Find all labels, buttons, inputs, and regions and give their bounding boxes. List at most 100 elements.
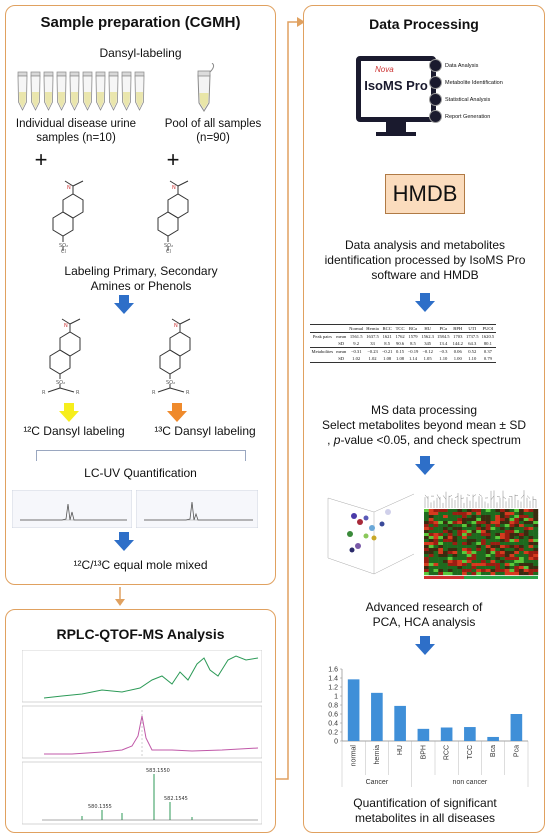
bar-pca [510, 714, 523, 741]
bar-hernia [371, 692, 383, 741]
category-label: normal [351, 745, 358, 767]
isoms-pro-monitor: Nova IsoMS Pro [356, 56, 436, 122]
table-cell: 1621 [382, 334, 392, 339]
table-cell: 144.2 [451, 340, 465, 348]
table-cell: 64.3 [464, 340, 481, 348]
table-cell: 1762 [395, 334, 405, 339]
table-cell: 1.08 [380, 355, 394, 363]
table-cell: 1.02 [364, 355, 381, 363]
blue-down-arrow-right-2 [415, 456, 435, 475]
table-cell: SD [334, 340, 348, 348]
table-cell: 1561.5 [349, 334, 363, 339]
table-cell: 1584.5 [436, 334, 450, 339]
sample-tube [17, 71, 28, 111]
hca-heatmap [424, 490, 539, 579]
bar-rcc [440, 727, 453, 741]
labeled-product-structure-right: N SO₂ R R [152, 318, 191, 394]
table-cell: 90.6 [393, 340, 407, 348]
y-tick-label: 1.4 [328, 676, 338, 683]
table-header-cell: Hernia [364, 324, 381, 333]
y-tick-label: 0.6 [328, 712, 338, 719]
stats-icon [429, 93, 442, 106]
table-header-cell: HU [419, 324, 436, 333]
sample-tube [43, 71, 54, 111]
y-tick-label: 0.8 [328, 703, 338, 710]
bar-hu [394, 705, 406, 741]
svg-text:SO₂: SO₂ [164, 243, 173, 249]
svg-text:SO₂: SO₂ [56, 380, 65, 386]
table-header-cell [310, 324, 335, 333]
sample-tube [95, 71, 106, 111]
category-label: TCC [467, 745, 474, 759]
blue-down-arrow-1 [114, 295, 134, 314]
bar-bph [417, 728, 430, 741]
table-cell: 1.00 [451, 355, 465, 363]
advanced-research-line2: PCA, HCA analysis [372, 615, 476, 629]
ms-data-processing-title: MS data processing [370, 403, 478, 417]
sample-preparation-panel: Sample preparation (CGMH) Dansyl-labelin… [5, 5, 276, 585]
table-cell: 1637.5 [366, 334, 379, 339]
table-header-cell: UTI [464, 324, 481, 333]
urine-sample-tubes [17, 71, 145, 111]
software-name: IsoMS Pro [364, 78, 428, 93]
plus-sign-left: + [34, 147, 48, 172]
table-cell: 1703 [453, 334, 463, 339]
table-cell [310, 340, 335, 348]
y-tick-label: 1.6 [328, 667, 338, 674]
table-cell: 1.08 [393, 355, 407, 363]
data-processing-title: Data Processing [369, 16, 479, 32]
svg-text:SO₂: SO₂ [166, 380, 175, 386]
table-cell: 0.79 [480, 355, 496, 363]
table-cell [310, 355, 335, 363]
pca-3d-plot [327, 493, 415, 575]
quantification-description: Quantification of significant metabolite… [353, 796, 497, 825]
y-tick-label: 0.2 [328, 730, 338, 737]
category-label: hernia [374, 745, 381, 765]
table-cell: −0.23 [367, 349, 378, 354]
report-icon [429, 110, 442, 123]
svg-text:N: N [174, 323, 178, 329]
table-cell: 1.05 [419, 355, 436, 363]
c13-dansyl-label: ¹³C Dansyl labeling [154, 424, 256, 438]
bar-normal [347, 679, 360, 741]
table-cell: −0.31 [350, 349, 362, 354]
ms-chromatograms: 583.1550 580.1355 582.1545 [22, 650, 262, 825]
table-cell: 0.37 [483, 349, 492, 354]
labeled-product-structure-left: N SO₂ R R [42, 318, 81, 394]
advanced-research-line1: Advanced research of [365, 600, 483, 614]
table-cell: 8.5 [380, 340, 394, 348]
y-tick-label: 0.4 [328, 721, 338, 728]
equal-mole-mixed-label: ¹²C/¹³C equal mole mixed [73, 558, 208, 572]
labeling-description: Labeling Primary, Secondary Amines or Ph… [64, 264, 218, 293]
svg-text:Cl: Cl [166, 249, 171, 253]
svg-text:R: R [42, 390, 46, 394]
category-label: RCC [444, 745, 451, 760]
bar-bca [487, 736, 499, 741]
data-processing-panel: Data Processing Nova IsoMS Pro Data Anal… [303, 5, 545, 833]
monitor-stand [386, 122, 406, 132]
svg-text:R: R [186, 390, 190, 394]
table-cell: 13.4 [435, 340, 452, 348]
table-header-cell: Normal [347, 324, 365, 333]
sample-tube [134, 71, 145, 111]
pool-sample-tube [197, 63, 215, 112]
table-cell: 0.52 [468, 349, 477, 354]
table-cell: 1.02 [347, 355, 365, 363]
table-cell: −0.3 [439, 349, 448, 354]
table-cell: 33 [364, 340, 381, 348]
table-header-cell [334, 324, 348, 333]
category-label: HU [397, 745, 404, 755]
blue-down-arrow-right-1 [415, 293, 435, 312]
menu-item-report-generation: Report Generation [429, 109, 539, 124]
svg-text:R: R [152, 390, 156, 394]
svg-text:R: R [76, 390, 80, 394]
table-cell: −0.19 [407, 349, 419, 354]
group-label: non cancer [453, 779, 488, 786]
table-header-cell: PUOI [480, 324, 496, 333]
table-header-cell: BCa [406, 324, 420, 333]
table-cell: 1.10 [464, 355, 481, 363]
individual-samples-label: Individual disease urine samples (n=10) [15, 118, 137, 144]
dansyl-chloride-structure-right: N SO₂ Cl [157, 180, 189, 253]
